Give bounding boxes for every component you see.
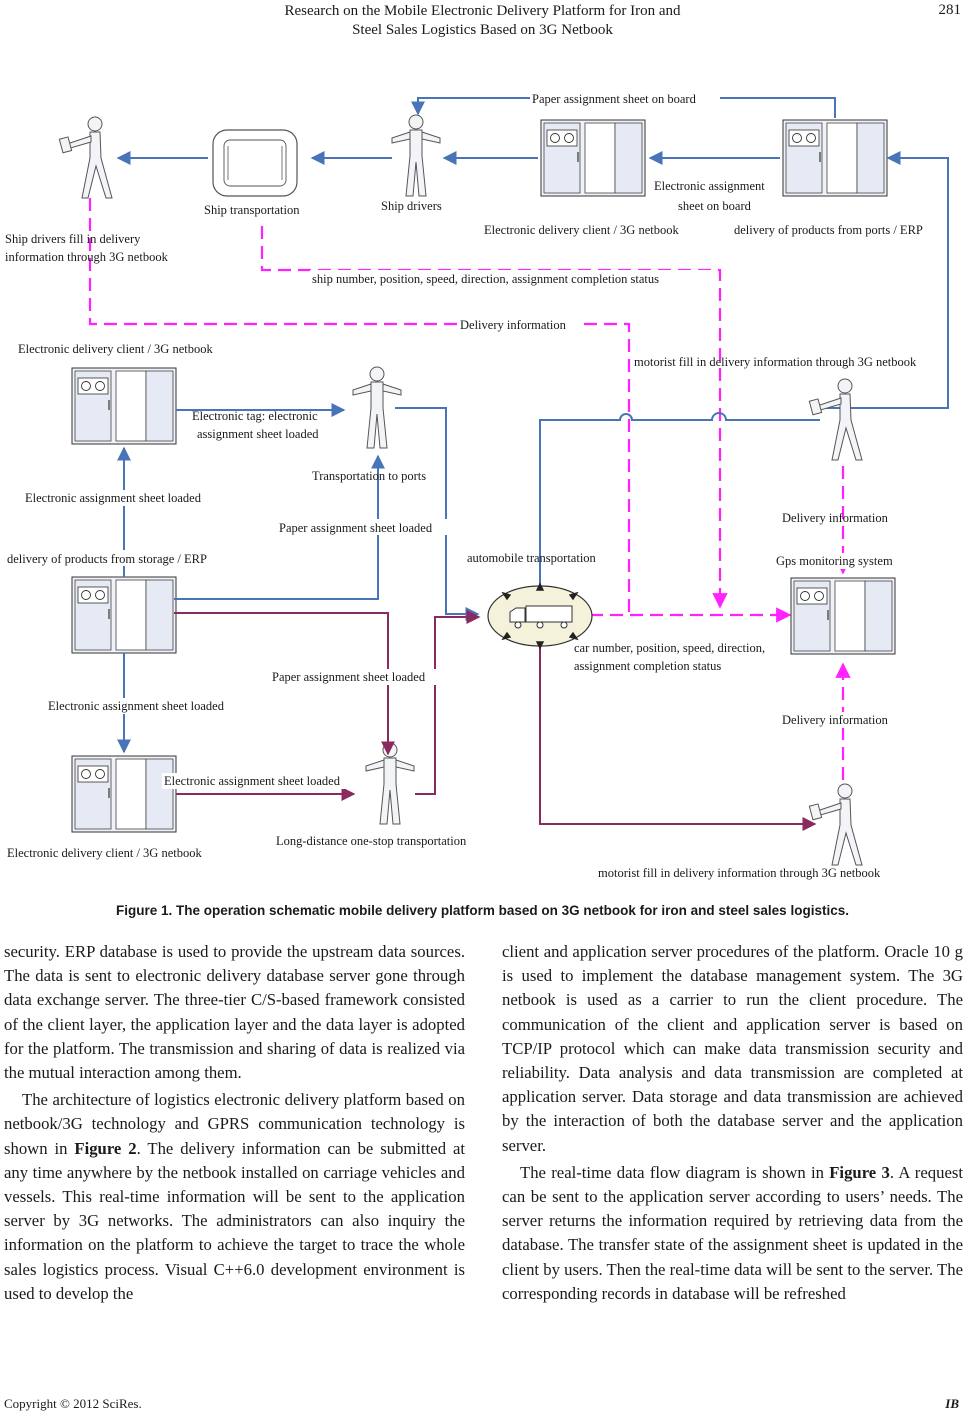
label-car-status-1: car number, position, speed, direction, [574, 641, 765, 655]
label-paper-sheet-on-board: Paper assignment sheet on board [532, 92, 697, 106]
label-gps-system: Gps monitoring system [776, 554, 893, 568]
left-column: security. ERP database is used to provid… [4, 940, 465, 1306]
label-automobile-transportation: automobile transportation [467, 551, 597, 565]
figure-2-reference[interactable]: Figure 2 [74, 1138, 137, 1158]
label-electronic-sheet-on-board-2: sheet on board [678, 199, 752, 213]
left-paragraph-2: The architecture of logistics electronic… [4, 1088, 465, 1306]
automobile-icon [487, 582, 593, 650]
purple-flows [174, 610, 817, 831]
right-paragraph-1: client and application server procedures… [502, 942, 963, 1155]
label-paper-loaded-2: Paper assignment sheet loaded [272, 670, 426, 684]
label-delivery-info-right-2: Delivery information [782, 713, 889, 727]
label-esheet-loaded-2: Electronic assignment sheet loaded [48, 699, 225, 713]
label-ship-drivers-fill-2: information through 3G netbook [5, 250, 169, 264]
figure-3-reference[interactable]: Figure 3 [829, 1162, 890, 1182]
left-p2-text-b: . The delivery information can be submit… [4, 1138, 465, 1303]
label-motorist-fill-top: motorist fill in delivery information th… [634, 355, 917, 369]
label-etag-1: Electronic tag: electronic [192, 409, 318, 423]
page-number: 281 [938, 2, 962, 18]
running-header: Research on the Mobile Electronic Delive… [0, 2, 965, 40]
label-esheet-loaded-1: Electronic assignment sheet loaded [25, 491, 202, 505]
label-esheet-loaded-3: Electronic assignment sheet loaded [164, 774, 341, 788]
top-blue-arrows [116, 97, 949, 409]
label-ship-transportation: Ship transportation [204, 203, 300, 217]
left-p2-text-a: The architecture of logistics electronic… [4, 1090, 465, 1158]
header-title-line2: Steel Sales Logistics Based on 3G Netboo… [352, 22, 613, 38]
erp-ports-computer-icon [782, 119, 888, 197]
ship-driver-fill-person [58, 116, 113, 199]
label-ship-status: ship number, position, speed, direction,… [312, 272, 659, 286]
label-delivery-info-mid: Delivery information [460, 318, 567, 332]
header-title-line1: Research on the Mobile Electronic Delive… [284, 3, 681, 19]
label-delivery-ports-erp: delivery of products from ports / ERP [734, 223, 923, 237]
client-netbook-left-icon [71, 367, 177, 445]
ship-drivers-person [391, 114, 441, 197]
figure-1-diagram: Paper assignment sheet on board Electron… [5, 90, 949, 880]
right-p2-text-a: The real-time data flow diagram is shown… [520, 1162, 830, 1182]
left-paragraph-1: security. ERP database is used to provid… [4, 942, 465, 1083]
label-long-distance: Long-distance one-stop transportation [276, 834, 467, 848]
label-ship-drivers: Ship drivers [381, 199, 442, 213]
client-netbook-bottom-icon [71, 755, 177, 833]
erp-storage-computer-icon [71, 576, 177, 654]
label-client-netbook-left: Electronic delivery client / 3G netbook [18, 342, 213, 356]
label-etag-2: assignment sheet loaded [197, 427, 319, 441]
journal-abbrev: IB [945, 1396, 959, 1411]
long-distance-person [365, 742, 415, 825]
label-ship-drivers-fill-1: Ship drivers fill in delivery [5, 232, 141, 246]
label-client-netbook-top: Electronic delivery client / 3G netbook [484, 223, 679, 237]
right-p2-text-b: . A request can be sent to the applicati… [502, 1162, 963, 1303]
label-electronic-sheet-on-board-1: Electronic assignment [654, 179, 765, 193]
right-column: client and application server procedures… [502, 940, 963, 1306]
right-paragraph-2: The real-time data flow diagram is shown… [502, 1161, 963, 1306]
client-netbook-top-icon [540, 119, 646, 197]
motorist-bottom-person [808, 783, 863, 866]
ship-icon [212, 129, 298, 197]
label-paper-loaded-1: Paper assignment sheet loaded [279, 521, 433, 535]
figure-caption: Figure 1. The operation schematic mobile… [116, 903, 849, 918]
label-client-netbook-bottom: Electronic delivery client / 3G netbook [7, 846, 202, 860]
transport-ports-person [352, 366, 402, 449]
gps-monitoring-icon [790, 577, 896, 655]
label-transport-ports: Transportation to ports [312, 469, 426, 483]
label-delivery-info-right-1: Delivery information [782, 511, 889, 525]
label-car-status-2: assignment completion status [574, 659, 721, 673]
label-motorist-fill-bottom: motorist fill in delivery information th… [598, 866, 881, 880]
label-delivery-storage-erp: delivery of products from storage / ERP [7, 552, 207, 566]
copyright-footer: Copyright © 2012 SciRes. [4, 1396, 142, 1411]
